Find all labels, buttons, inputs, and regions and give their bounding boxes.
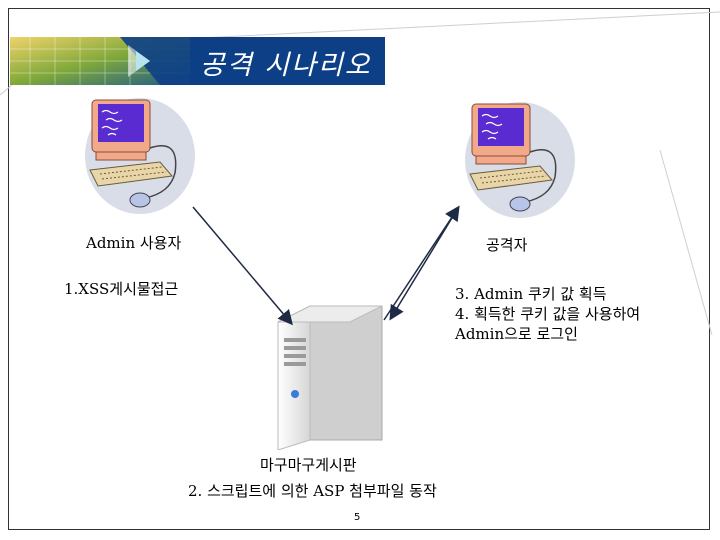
attacker-steps: 3. Admin 쿠키 값 획득 4. 획득한 쿠키 값을 사용하여 Admin… — [455, 284, 640, 344]
page-number: 5 — [354, 512, 361, 523]
admin-action-label: 1.XSS게시물접근 — [64, 280, 179, 298]
attacker-computer-icon — [465, 102, 575, 218]
admin-label: Admin 사용자 — [86, 234, 182, 252]
arrow-attacker-to-server — [389, 207, 459, 321]
server-action-label: 2. 스크립트에 의한 ASP 첨부파일 동작 — [188, 482, 437, 500]
banner-grid-art — [10, 37, 190, 85]
title-banner: 공격 시나리오 — [10, 37, 385, 85]
attacker-label: 공격자 — [486, 236, 528, 254]
slide-title: 공격 시나리오 — [200, 50, 372, 81]
attacker-step-item: 3. Admin 쿠키 값 획득 — [455, 285, 607, 303]
admin-computer-icon — [85, 98, 195, 214]
server-label: 마구마구게시판 — [260, 456, 357, 474]
attacker-step-item: 4. 획득한 쿠키 값을 사용하여 — [455, 305, 641, 323]
slide-frame — [8, 8, 710, 530]
arrow-server-to-attacker — [383, 205, 460, 321]
attacker-step-item: Admin으로 로그인 — [455, 325, 578, 343]
arrow-admin-to-server — [192, 206, 293, 326]
server-icon — [277, 305, 383, 450]
